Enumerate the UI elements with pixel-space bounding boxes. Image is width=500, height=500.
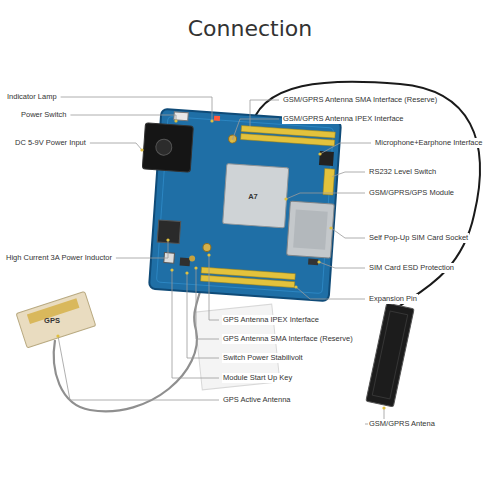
- callout-label: GSM/GPRS/GPS Module: [368, 188, 455, 198]
- callout-label: Module Start Up Key: [222, 373, 293, 383]
- callout-label: GSM/GPRS Antenna IPEX Interface: [282, 114, 404, 124]
- leader-line: [196, 268, 219, 339]
- leader-dot: [248, 126, 251, 129]
- leader-line: [90, 143, 142, 150]
- leader-dot: [210, 119, 213, 122]
- pcb-group: [134, 108, 341, 301]
- gps-ipex: [203, 243, 212, 252]
- gsm-antenna-trace: [372, 311, 407, 399]
- leader-dot: [207, 253, 210, 256]
- leader-line: [209, 255, 219, 320]
- audio-jack: [319, 151, 334, 166]
- callout-label: RS232 Level Switch: [368, 167, 437, 177]
- leader-dot: [284, 197, 287, 200]
- antenna-body: [16, 291, 96, 347]
- bottom-header: [201, 267, 296, 288]
- callout-label: Self Pop-Up SIM Card Socket: [368, 233, 469, 243]
- leader-line: [286, 193, 365, 199]
- leader-dot: [140, 148, 143, 151]
- callout-label: GSM/GPRS Antena: [368, 419, 436, 429]
- leader-dot: [329, 226, 332, 229]
- indicator-led: [214, 116, 220, 121]
- leader-dot: [194, 266, 197, 269]
- leader-line: [61, 97, 212, 121]
- leader-dot: [329, 175, 332, 178]
- dc-jack: [142, 123, 193, 172]
- leader-line: [70, 115, 176, 121]
- callout-label: GPS Antenna SMA Interface (Reserve): [222, 334, 354, 344]
- leader-dot: [318, 152, 321, 155]
- power-inductor: [157, 220, 180, 243]
- callout-label: SIM Card ESD Protection: [368, 263, 455, 273]
- leader-line: [331, 172, 365, 177]
- leader-dot: [166, 238, 169, 241]
- callout-label: Indicator Lamp: [6, 92, 58, 102]
- leader-dot: [170, 268, 173, 271]
- callout-label: DC 5-9V Power Input: [14, 138, 87, 148]
- diagram-title: Connection: [188, 16, 312, 41]
- callout-label: Expansion Pin: [368, 294, 418, 304]
- printed-marking: GPS: [43, 316, 61, 326]
- leader-line: [172, 270, 219, 378]
- sim-socket: [287, 201, 335, 258]
- leader-line: [320, 143, 371, 154]
- leader-dot: [185, 271, 188, 274]
- gps-ceramic-antenna: [16, 291, 96, 347]
- leader-dot: [230, 139, 233, 142]
- top-header: [241, 126, 336, 147]
- callout-label: GPS Antenna IPEX Interface: [222, 315, 320, 325]
- leader-line: [331, 228, 365, 238]
- leader-line: [116, 240, 168, 258]
- leader-line: [296, 287, 365, 299]
- leader-line: [319, 262, 365, 268]
- gps-sma-pad: [189, 255, 195, 261]
- leader-dot: [317, 260, 320, 263]
- callout-label: Microphone+Earphone Interface: [374, 138, 483, 148]
- leader-dot: [174, 119, 177, 122]
- leader-line: [250, 100, 279, 128]
- header-row: [201, 275, 295, 288]
- a7-module: [223, 164, 289, 228]
- sim-slot: [293, 210, 328, 250]
- regulator: [180, 258, 191, 267]
- leader-dot: [382, 406, 385, 409]
- callout-label: GPS Active Antenna: [222, 395, 292, 405]
- dc-jack-hole: [155, 139, 172, 156]
- leader-dot: [56, 334, 59, 337]
- leader-line: [232, 119, 279, 141]
- leader-line: [187, 273, 219, 358]
- header-row: [241, 134, 335, 147]
- callout-label: Power Switch: [20, 110, 67, 120]
- leader-dot: [294, 285, 297, 288]
- printed-marking: A7: [247, 192, 259, 202]
- rs232-switch-pins: [323, 168, 335, 195]
- callout-label: GSM/GPRS Antenna SMA Interface (Reserve): [282, 95, 438, 105]
- gsm-flat-antenna: [366, 303, 414, 407]
- callout-label: Switch Power Stabilivolt: [222, 353, 304, 363]
- callout-label: High Current 3A Power Inductor: [5, 253, 113, 263]
- esd-chip: [308, 259, 318, 266]
- leader-line: [58, 336, 219, 400]
